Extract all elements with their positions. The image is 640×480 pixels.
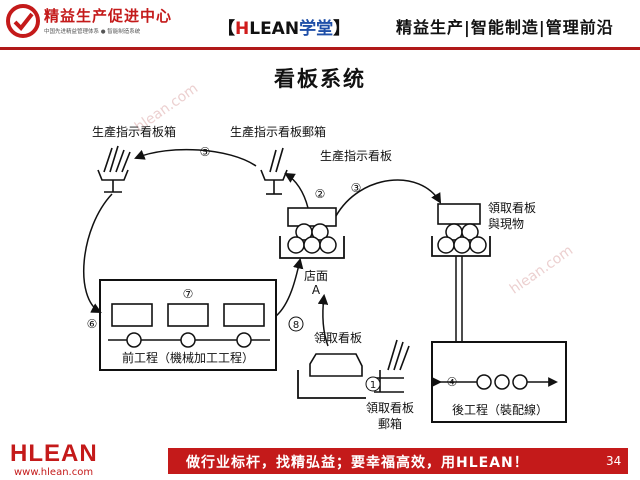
step-number-2: ②	[315, 187, 326, 201]
header-divider	[0, 47, 640, 50]
hlean-school-tag: 【HLEAN学堂】	[218, 14, 350, 39]
footer-slogan: 做行业标杆，找精弘益；要幸福高效，用HLEAN！	[186, 455, 529, 471]
label-pick-kanban-goods-2: 與現物	[488, 217, 524, 231]
footer-logo: HLEAN	[10, 440, 98, 468]
step-number-1: 1	[365, 376, 381, 392]
brand-subtitle: 中国先进精益管理体系 ● 智能制造系统	[44, 29, 141, 35]
svg-text:③: ③	[351, 181, 362, 195]
label-pick-kanban-post: 領取看板	[366, 400, 414, 415]
store-shelf	[279, 207, 345, 259]
prod-kanban-post	[260, 147, 288, 195]
label-prod-kanban-post: 生產指示看板郵箱	[230, 124, 326, 139]
footer-logo-h: H	[10, 440, 29, 467]
step-number-7: ⑦	[183, 287, 194, 301]
prod-kanban-box	[97, 145, 131, 193]
label-pick-kanban: 領取看板	[314, 330, 362, 345]
label-store-a: A	[312, 283, 321, 297]
front-process-box	[99, 279, 277, 371]
label-store: 店面	[304, 269, 328, 283]
step-number-6: ⑥	[87, 317, 98, 331]
tag-lean: LEAN	[249, 19, 300, 39]
kanban-system-diagram: ⑤ ② ③ ⑥ ⑦ 8 1 ④ 生產指示看板箱 生產指示看板郵箱 生產指示看板 …	[83, 124, 567, 431]
svg-text:8: 8	[293, 320, 299, 331]
tag-h: H	[235, 19, 250, 39]
tag-open: 【	[218, 19, 235, 39]
brand-name: 精益生产促进中心	[44, 7, 173, 25]
svg-text:④: ④	[447, 375, 458, 389]
footer-bar	[168, 448, 628, 474]
svg-text:⑤: ⑤	[200, 145, 211, 159]
svg-text:②: ②	[315, 187, 326, 201]
step-number-3: ③	[351, 181, 362, 195]
svg-text:⑦: ⑦	[183, 287, 194, 301]
pick-kanban-goods	[431, 203, 491, 342]
label-rear-process: 後工程（裝配線）	[452, 402, 548, 417]
header-slogan: 精益生产|智能制造|管理前沿	[396, 18, 614, 37]
label-pick-kanban-post-2: 郵箱	[378, 416, 402, 431]
label-pick-kanban-goods: 領取看板	[488, 200, 536, 215]
footer-logo-lean: LEAN	[28, 440, 98, 467]
step-number-8: 8	[288, 316, 304, 332]
svg-text:⑥: ⑥	[87, 317, 98, 331]
step-number-5: ⑤	[200, 145, 211, 159]
pick-kanban-card	[297, 353, 366, 399]
svg-text:1: 1	[370, 380, 376, 391]
pick-kanban-post	[374, 339, 410, 393]
footer: HLEAN www.hlean.com 做行业标杆，找精弘益；要幸福高效，用HL…	[0, 440, 640, 480]
tag-close: 】	[333, 19, 351, 39]
tag-school: 学堂	[299, 19, 334, 39]
rear-process-box	[431, 341, 567, 423]
label-prod-kanban: 生產指示看板	[320, 148, 392, 163]
brand-logo-icon	[6, 4, 40, 38]
page-title: 看板系统	[274, 67, 366, 91]
header: 精益生产促进中心 中国先进精益管理体系 ● 智能制造系统 【HLEAN学堂】 精…	[0, 0, 640, 52]
label-front-process: 前工程（機械加工工程）	[122, 350, 254, 365]
step-number-4: ④	[447, 375, 458, 389]
footer-url: www.hlean.com	[14, 467, 94, 478]
label-prod-kanban-box: 生產指示看板箱	[92, 124, 176, 139]
page-number: 34	[606, 454, 622, 468]
flow-arrows	[83, 148, 442, 347]
